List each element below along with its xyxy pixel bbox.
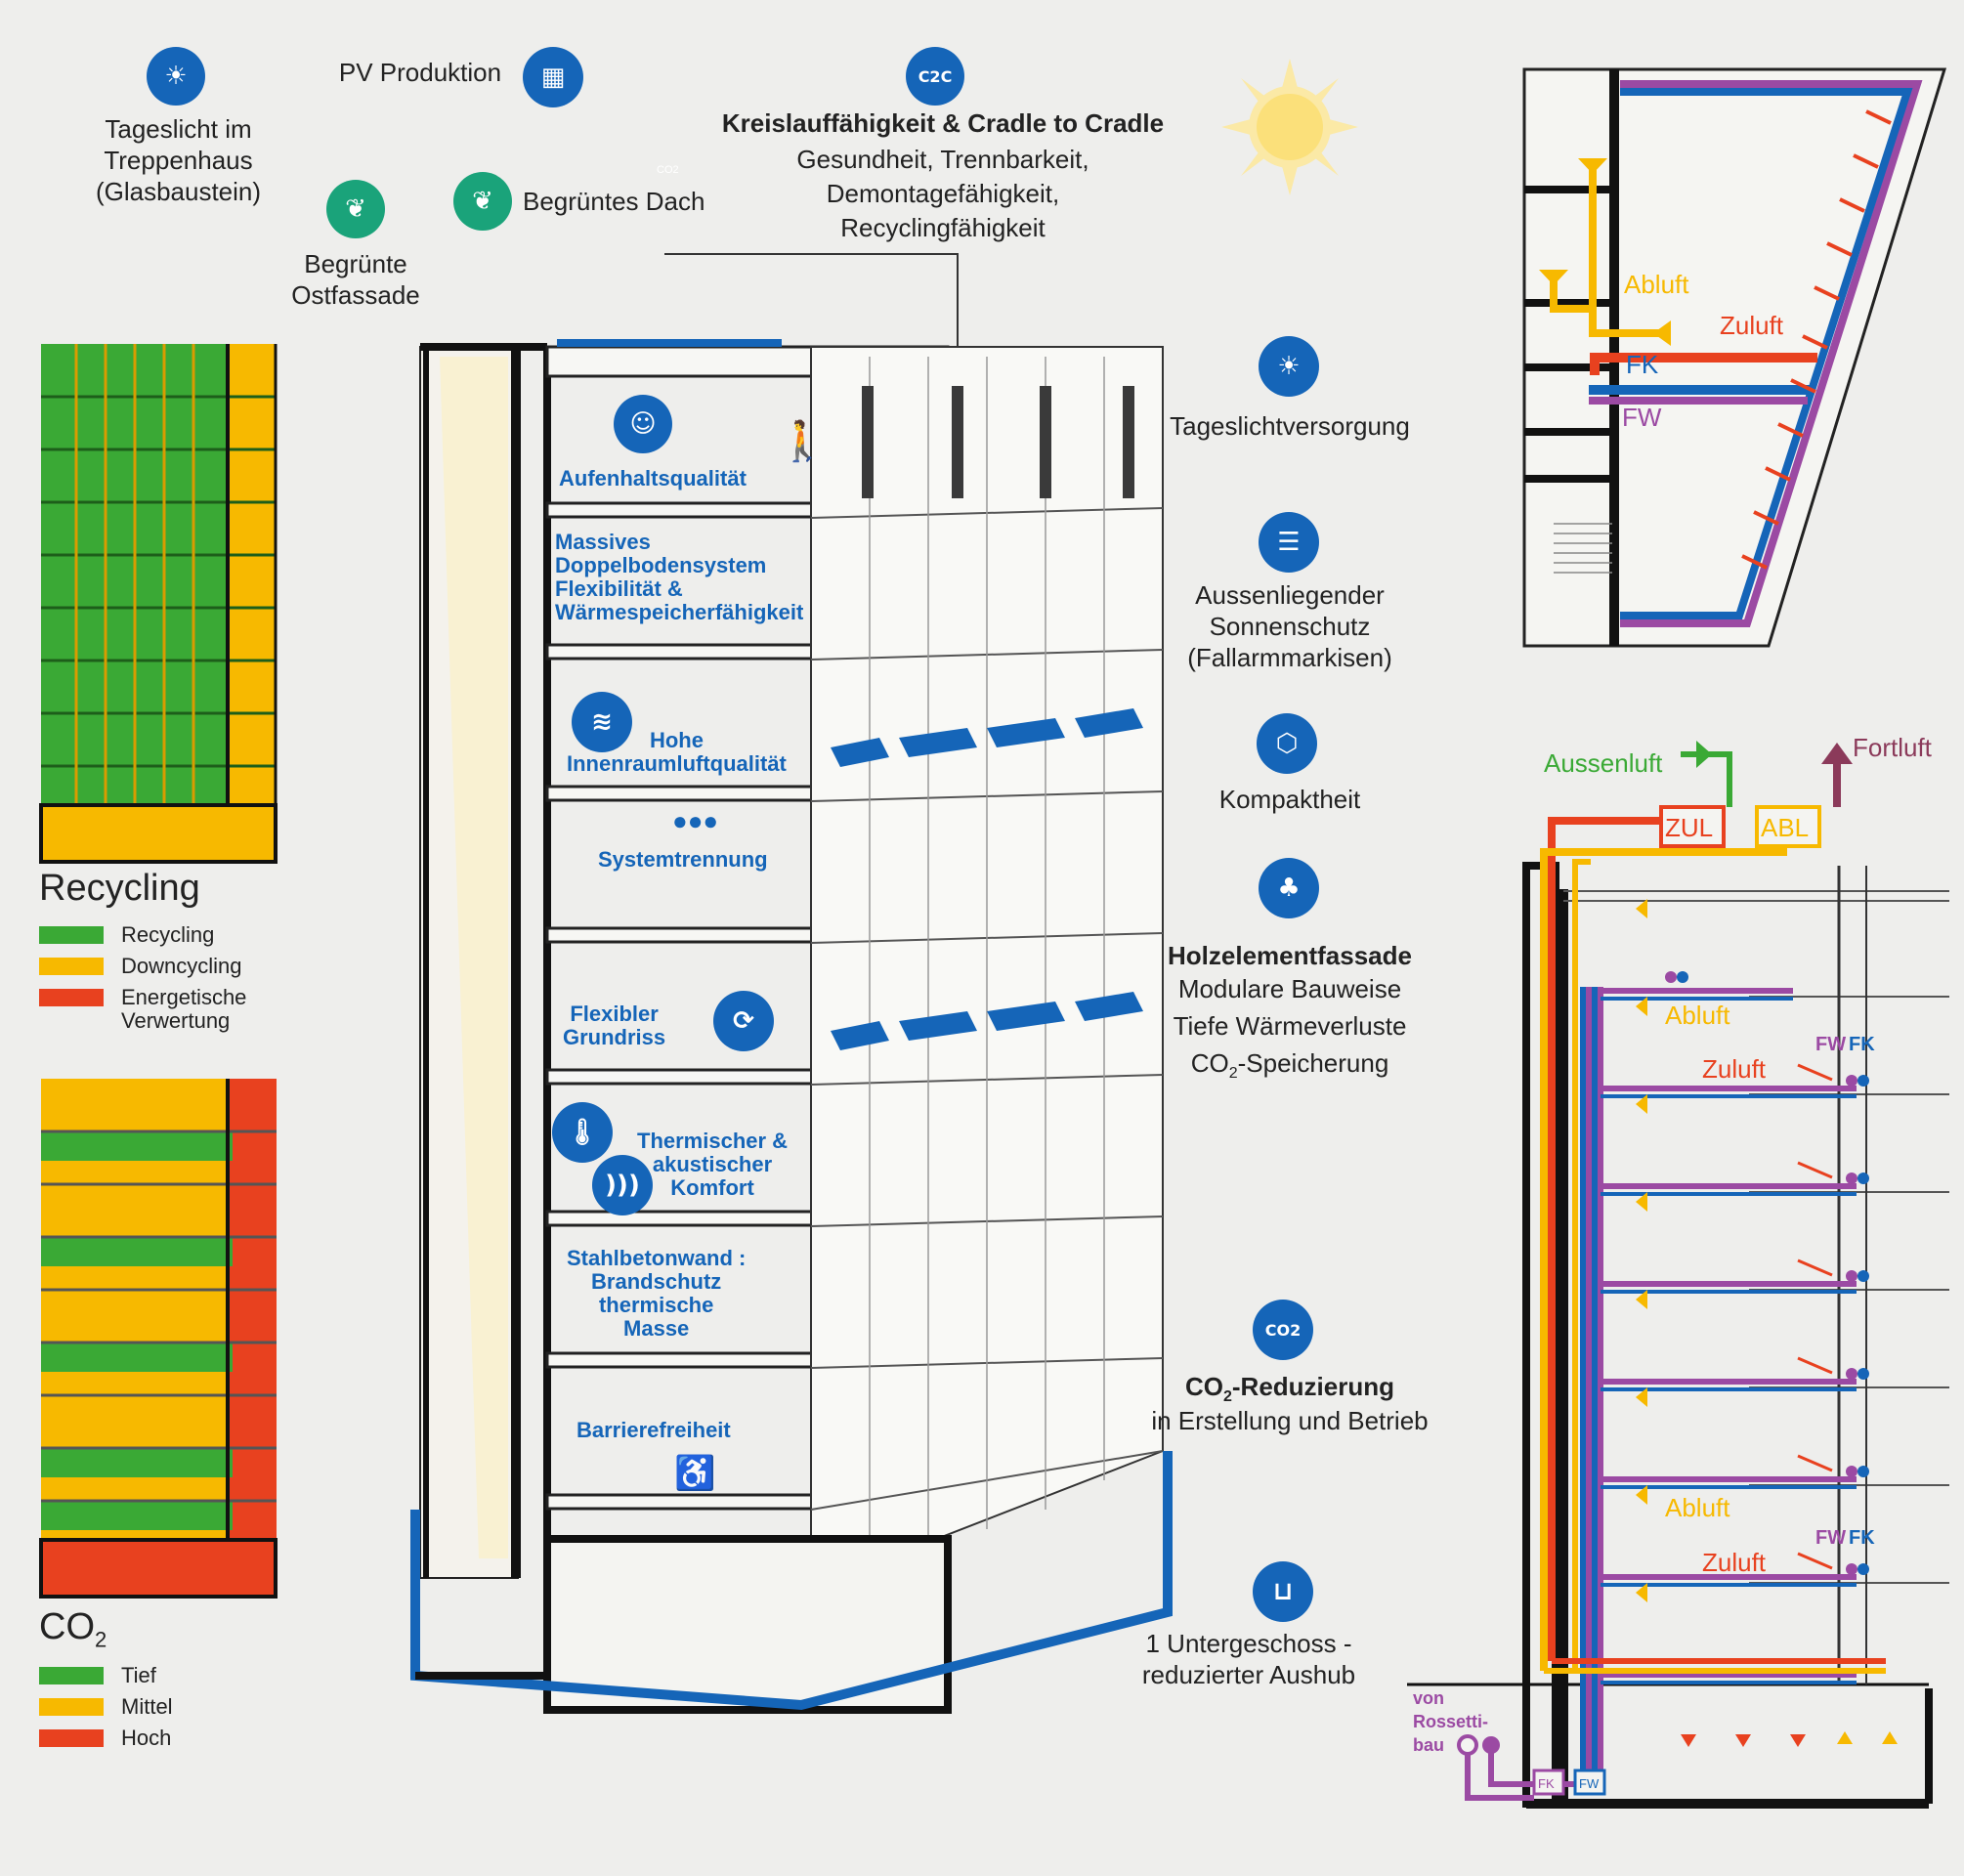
aussenluft-label: Aussenluft bbox=[1544, 748, 1663, 778]
legend-swatch bbox=[39, 1698, 104, 1716]
plan-abluft: Abluft bbox=[1624, 270, 1689, 299]
comfort-label: Thermischer & akustischer Komfort bbox=[637, 1129, 789, 1200]
sun-decoration-icon bbox=[1221, 59, 1358, 195]
legend-item-low: Tief bbox=[39, 1664, 156, 1687]
co2-title-text: CO bbox=[39, 1606, 95, 1647]
leaf-icon: ❦ bbox=[453, 172, 512, 231]
leaf-icon: ❦ bbox=[326, 180, 385, 238]
thermometer-icon: 🌡 bbox=[552, 1102, 613, 1163]
legend-label: Tief bbox=[121, 1663, 156, 1687]
hvac-floor-plan: Abluft Zuluft FK FW bbox=[1522, 67, 1947, 648]
sun-icon: ☀ bbox=[147, 47, 205, 106]
air-quality-label: Hohe Innenraumluftqualität bbox=[567, 728, 787, 776]
floor-system-label: Massives Doppelbodensystem Flexibilität … bbox=[555, 530, 804, 624]
legend-item-mid: Mittel bbox=[39, 1695, 173, 1719]
pv-label: PV Produktion bbox=[338, 58, 502, 87]
von-rossettibau-label: von Rossetti- bau bbox=[1413, 1688, 1489, 1755]
co2-sub: 2 bbox=[1222, 1388, 1232, 1406]
legend-label: Mittel bbox=[121, 1694, 173, 1719]
basement-icon: ⊔ bbox=[1253, 1561, 1313, 1622]
co2-legend-title: CO2 bbox=[39, 1606, 107, 1653]
wood-facade-text1: Modulare Bauweise bbox=[1177, 974, 1402, 1003]
legend-label: Hoch bbox=[121, 1726, 172, 1750]
legend-swatch bbox=[39, 926, 104, 944]
green-roof-label: Begrüntes Dach bbox=[523, 187, 705, 216]
c2c-icon: C2C bbox=[906, 47, 964, 106]
c2c-title: Kreislauffähigkeit & Cradle to Cradle bbox=[721, 108, 1165, 138]
legend-swatch bbox=[39, 958, 104, 975]
legend-item-recycling: Recycling bbox=[39, 923, 214, 947]
cube-icon: ⬡ bbox=[1257, 713, 1317, 774]
section-fw-2: FW bbox=[1815, 1527, 1846, 1549]
plan-fw: FW bbox=[1622, 403, 1662, 432]
co2-text: CO bbox=[1190, 1048, 1229, 1078]
reduction-text: -Reduzierung bbox=[1231, 1372, 1394, 1401]
co2-small-label: CO2 bbox=[657, 164, 679, 176]
wood-facade-text2: Tiefe Wärmeverluste bbox=[1173, 1011, 1407, 1041]
barrier-label: Barrierefreiheit bbox=[576, 1418, 731, 1442]
zul-box-label: ZUL bbox=[1665, 813, 1713, 842]
co2-sub: 2 bbox=[1228, 1065, 1238, 1083]
legend-swatch bbox=[39, 1729, 104, 1747]
legend-swatch bbox=[39, 1667, 104, 1684]
legend-label: Downcycling bbox=[121, 954, 242, 978]
quality-label: Aufenhaltsqualität bbox=[559, 466, 747, 490]
sun-icon: ☀ bbox=[1259, 336, 1319, 397]
section-fw-1: FW bbox=[1815, 1034, 1846, 1055]
fw-box-label: FW bbox=[1579, 1776, 1600, 1791]
people-icon: ☺ bbox=[614, 395, 672, 453]
wood-facade-title: Holzelementfassade bbox=[1168, 941, 1412, 970]
wheelchair-icon: ♿ bbox=[674, 1455, 716, 1492]
storage-text: -Speicherung bbox=[1237, 1048, 1389, 1078]
solar-panel-icon: ▦ bbox=[523, 47, 583, 107]
wall-label: Stahlbetonwand : Brandschutz thermische … bbox=[567, 1246, 747, 1341]
sun-shading-label: Aussenliegender Sonnenschutz (Fallarmmar… bbox=[1187, 580, 1392, 672]
legend-item-high: Hoch bbox=[39, 1727, 171, 1750]
section-zuluft-2: Zuluft bbox=[1702, 1548, 1767, 1577]
building-section-drawing bbox=[410, 253, 1173, 1714]
recycling-legend-title: Recycling bbox=[39, 868, 200, 909]
basement-label: 1 Untergeschoss - reduzierter Aushub bbox=[1141, 1629, 1356, 1689]
co2-title-sub: 2 bbox=[95, 1627, 107, 1652]
co2-stack-drawing bbox=[39, 1079, 278, 1599]
refresh-icon: ⟳ bbox=[713, 991, 774, 1051]
flex-plan-label: Flexibler Grundriss bbox=[563, 1002, 666, 1049]
co2-reduction-text: in Erstellung und Betrieb bbox=[1151, 1406, 1429, 1435]
separation-label: Systemtrennung bbox=[598, 847, 768, 872]
legend-label: Recycling bbox=[121, 922, 215, 947]
abl-box-label: ABL bbox=[1761, 813, 1809, 842]
fk-box-label: FK bbox=[1538, 1776, 1555, 1791]
daylight-supply-label: Tageslichtversorgung bbox=[1170, 411, 1410, 441]
legend-swatch bbox=[39, 989, 104, 1006]
plan-fk: FK bbox=[1626, 350, 1659, 379]
plan-zuluft: Zuluft bbox=[1720, 311, 1784, 340]
wood-facade-text3: CO2-Speicherung bbox=[1133, 1047, 1446, 1089]
co2-reduction-title: CO2-Reduzierung bbox=[1133, 1371, 1446, 1413]
blinds-icon: ☰ bbox=[1259, 512, 1319, 573]
person-icon: 🚶 bbox=[778, 420, 827, 463]
legend-label: Energetische Verwertung bbox=[121, 985, 247, 1033]
wind-icon: ≋ bbox=[572, 692, 632, 752]
legend-item-downcycling: Downcycling bbox=[39, 955, 242, 978]
co2-icon: CO2 bbox=[1253, 1300, 1313, 1360]
dots-icon: ●●● bbox=[672, 806, 719, 835]
compactness-label: Kompaktheit bbox=[1218, 785, 1361, 814]
co2-text: CO bbox=[1184, 1372, 1223, 1401]
legend-item-energy: Energetische Verwertung bbox=[39, 986, 246, 1033]
section-zuluft-1: Zuluft bbox=[1702, 1054, 1767, 1084]
section-fk-2: FK bbox=[1849, 1527, 1875, 1549]
recycling-stack-drawing bbox=[39, 344, 278, 864]
fortluft-label: Fortluft bbox=[1853, 733, 1933, 762]
sound-icon: ))) bbox=[592, 1155, 653, 1215]
green-facade-label: Begrünte Ostfassade bbox=[291, 249, 420, 310]
c2c-text: Gesundheit, Trennbarkeit, Demontagefähig… bbox=[796, 145, 1089, 242]
section-abluft-1: Abluft bbox=[1665, 1001, 1730, 1030]
section-abluft-2: Abluft bbox=[1665, 1493, 1730, 1522]
tree-icon: ♣ bbox=[1259, 858, 1319, 918]
section-fk-1: FK bbox=[1849, 1034, 1875, 1055]
hvac-section-drawing: ZUL ABL Aussenluft Fortluft Abluft Zuluf… bbox=[1407, 733, 1949, 1809]
daylight-stair-label: Tageslicht im Treppenhaus (Glasbaustein) bbox=[95, 114, 262, 206]
